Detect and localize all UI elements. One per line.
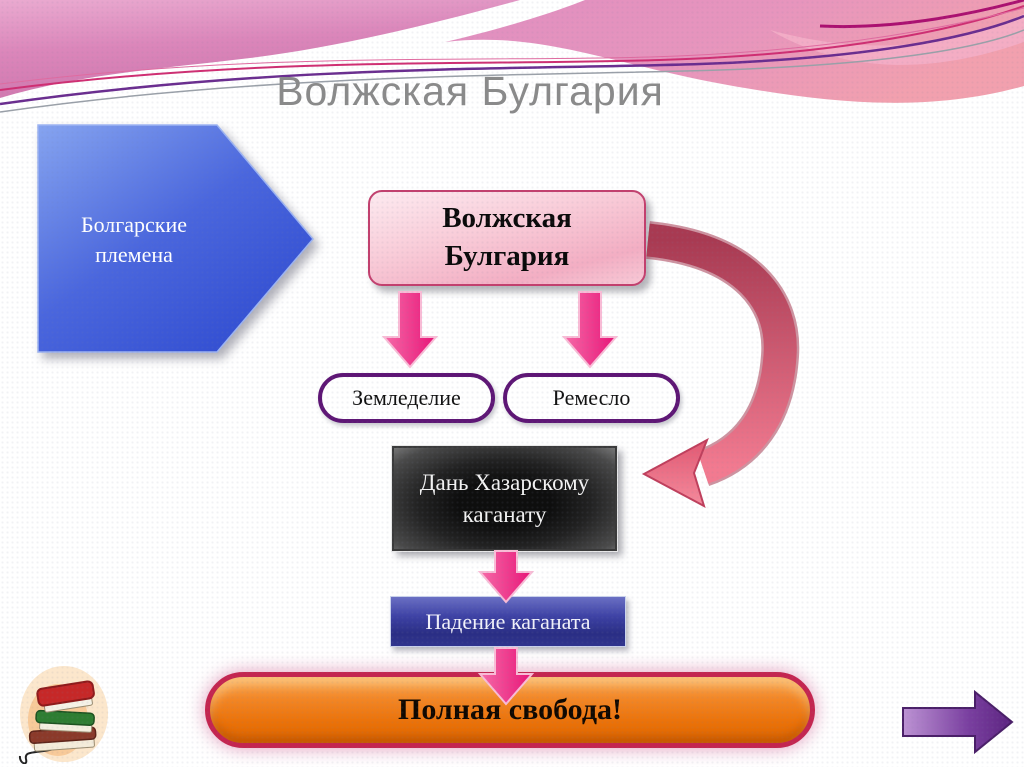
- header-gray-line: [0, 29, 1024, 113]
- curved-return-arrow-head-icon: [641, 437, 709, 509]
- books-icon: [16, 660, 116, 765]
- header-pink-highlight-band: [770, 14, 1024, 65]
- tribes-line2: племена: [95, 242, 173, 267]
- next-arrow-icon[interactable]: [898, 688, 1018, 758]
- header-purple-line: [0, 14, 1024, 106]
- tribes-pentagon-label: Болгарские племена: [38, 180, 230, 300]
- header-crimson-thin-line: [0, 7, 1024, 85]
- tribes-line1: Болгарские: [80, 212, 188, 238]
- header-crimson-line: [0, 5, 1024, 91]
- arrow-to-fall-icon: [477, 550, 535, 604]
- main-topic-line1: Волжская: [442, 202, 572, 235]
- tribes-pentagon-shape: [37, 124, 314, 353]
- curved-return-arrow-band: [646, 223, 797, 484]
- fall-label: Падение каганата: [425, 608, 591, 634]
- arrow-to-agriculture-icon: [381, 291, 439, 369]
- tribute-line1: Дань Хазарскому: [419, 470, 590, 496]
- freedom-oval: Полная свобода!: [205, 672, 815, 748]
- fall-box: Падение каганата: [390, 596, 626, 647]
- curved-return-arrow-edge: [645, 221, 800, 486]
- header-pink-left-band: [0, 0, 520, 98]
- header-swoosh-decoration: [0, 0, 1024, 113]
- craft-label: Ремесло: [552, 385, 631, 410]
- agriculture-oval: Земледелие: [318, 373, 495, 423]
- freedom-label: Полная свобода!: [397, 693, 622, 726]
- main-topic-line2: Булгария: [444, 240, 570, 272]
- tribes-pentagon: Болгарские племена: [30, 118, 330, 363]
- header-magenta-corner-line: [819, 0, 1024, 29]
- craft-oval: Ремесло: [503, 373, 680, 423]
- tribute-box: Дань Хазарскому каганату: [391, 445, 618, 552]
- agriculture-label: Земледелие: [352, 385, 461, 410]
- tribute-line2: каганату: [462, 501, 547, 527]
- main-topic-box: Волжская Булгария: [368, 190, 646, 286]
- arrow-to-craft-icon: [561, 291, 619, 369]
- page-title: Волжская Булгария: [276, 68, 664, 114]
